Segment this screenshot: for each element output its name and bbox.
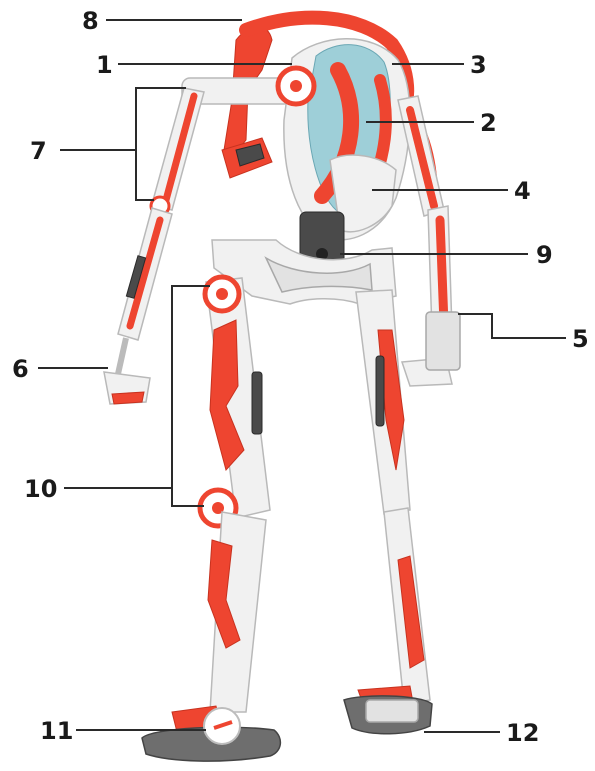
callout-11: 11 — [40, 717, 73, 745]
callout-12: 12 — [506, 719, 539, 747]
left-wrist-link — [118, 338, 126, 374]
callout-8: 8 — [82, 7, 99, 35]
callout-10: 10 — [24, 475, 57, 503]
callout-5: 5 — [572, 325, 589, 353]
callout-2: 2 — [480, 109, 497, 137]
exoskeleton-illustration — [104, 18, 460, 761]
left-hip-joint-core — [216, 288, 228, 300]
right-foot-box — [366, 700, 418, 722]
callout-7: 7 — [30, 137, 47, 165]
right-thigh-dark — [376, 356, 384, 426]
callout-9: 9 — [536, 241, 553, 269]
shoulder-joint-core — [290, 80, 302, 92]
callout-1: 1 — [96, 51, 113, 79]
right-forearm-red — [440, 220, 444, 324]
right-hand-block — [426, 312, 460, 370]
callout-3: 3 — [470, 51, 487, 79]
callout-4: 4 — [514, 177, 531, 205]
leader-5 — [458, 314, 566, 338]
left-thigh-dark — [252, 372, 262, 434]
callout-6: 6 — [12, 355, 29, 383]
left-hand-red — [112, 392, 144, 404]
